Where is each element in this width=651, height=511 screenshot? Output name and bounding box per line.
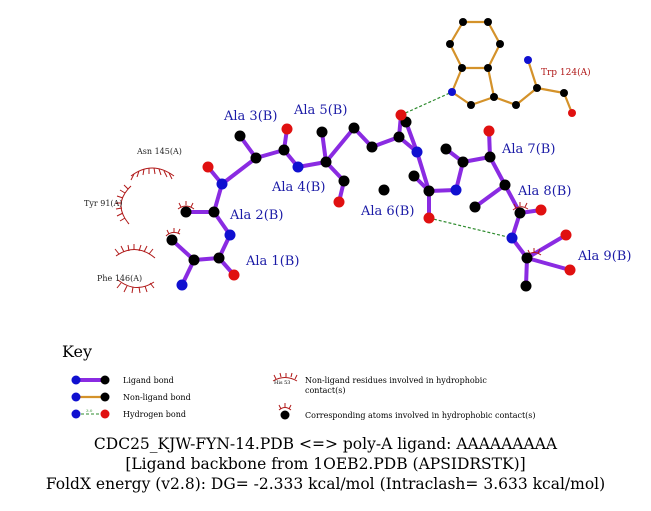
hydrophobic-arc-phe146 <box>114 244 156 294</box>
legend-hydrophobic-atoms-label: Corresponding atoms involved in hydropho… <box>305 411 536 420</box>
legend-hydrophobic-residues-label-2: contact(s) <box>305 386 345 395</box>
hydrophobic-label-phe146: Phe 146(A) <box>97 274 142 283</box>
carbon-atoms <box>166 18 568 292</box>
legend-hydrogen-bond-sample <box>71 409 110 419</box>
hydrogen-bonds <box>400 91 513 239</box>
residue-label-ala8: Ala 8(B) <box>517 184 571 199</box>
key-title: Key <box>62 342 93 361</box>
legend-non-ligand-bond-label: Non-ligand bond <box>123 393 191 402</box>
legend-key: Ligand bond Non-ligand bond 3.0 Hydrogen… <box>71 372 536 420</box>
footer-line-1: CDC25_KJW-FYN-14.PDB <=> poly-A ligand: … <box>93 435 558 453</box>
legend-ligand-bond-sample <box>71 375 110 385</box>
legend-hydrogen-bond-label: Hydrogen bond <box>123 410 186 419</box>
non-ligand-residue-label-trp124: Trp 124(A) <box>541 67 591 78</box>
legend-non-ligand-bond-sample <box>71 392 110 402</box>
hydrophobic-label-asn145: Asn 145(A) <box>136 147 182 156</box>
residue-label-ala2: Ala 2(B) <box>229 208 283 223</box>
footer-line-2: [Ligand backbone from 1OEB2.PDB (APSIDRS… <box>125 455 526 473</box>
legend-hydrophobic-residue-icon <box>272 372 298 382</box>
residue-label-ala5: Ala 5(B) <box>293 103 347 118</box>
hydrophobic-label-tyr91: Tyr 91(A) <box>84 199 122 208</box>
residue-label-ala1: Ala 1(B) <box>245 254 299 269</box>
residue-label-ala6: Ala 6(B) <box>360 204 414 219</box>
legend-hydrophobic-atom-icon <box>278 403 292 420</box>
legend-example-residue: His 53 <box>274 380 290 386</box>
residue-label-ala7: Ala 7(B) <box>501 142 555 157</box>
ligplot-diagram: Ala 1(B) Ala 2(B) Ala 3(B) Ala 4(B) Ala … <box>84 18 631 294</box>
hydrophobic-arc-asn145 <box>130 167 175 181</box>
hydrophobic-arc-tyr91 <box>115 184 132 225</box>
legend-hydrophobic-residues-label-1: Non-ligand residues involved in hydropho… <box>305 376 487 385</box>
footer-caption: CDC25_KJW-FYN-14.PDB <=> poly-A ligand: … <box>0 434 651 494</box>
ligand-bonds <box>170 113 572 288</box>
legend-hbond-length: 3.0 <box>86 408 93 413</box>
residue-label-ala3: Ala 3(B) <box>223 109 277 124</box>
residue-label-ala9: Ala 9(B) <box>577 249 631 264</box>
residue-label-ala4: Ala 4(B) <box>271 180 325 195</box>
legend-ligand-bond-label: Ligand bond <box>123 376 174 385</box>
oxygen-atoms <box>202 109 576 281</box>
nitrogen-atoms <box>176 56 532 291</box>
footer-line-3: FoldX energy (v2.8): DG= -2.333 kcal/mol… <box>45 475 606 493</box>
